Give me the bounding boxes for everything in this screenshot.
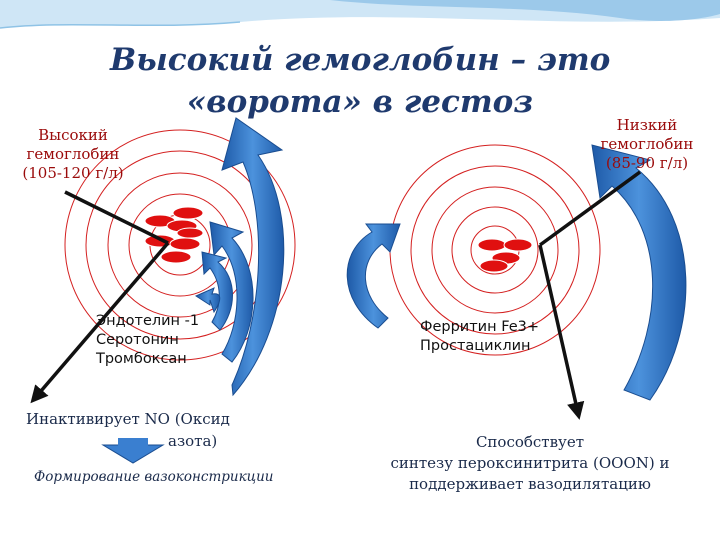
title-line-1: Высокий гемоглобин – это — [110, 42, 610, 78]
left-result: Формирование вазоконстрикции — [34, 469, 273, 485]
right-factor-item: Ферритин Fe3+ — [420, 318, 539, 337]
left-small-curved-arrows — [196, 222, 253, 362]
right-effect: Способствует синтезу пероксинитрита (OOO… — [360, 432, 700, 495]
left-effect-line-1: Инактивирует NO (Оксид — [26, 410, 230, 428]
red-cell — [478, 239, 506, 251]
down-arrow — [103, 438, 163, 463]
left-factor-item: Серотонин — [96, 331, 199, 350]
right-label-line-1: Низкий — [582, 116, 712, 135]
right-factors-list: Ферритин Fe3+ Простациклин — [420, 318, 539, 356]
red-cell — [161, 251, 191, 263]
left-label-line-2: гемоглобин — [8, 145, 138, 164]
red-cell — [170, 238, 200, 250]
right-small-curved-arrow — [347, 224, 400, 328]
pointer-lines — [35, 172, 640, 413]
right-label: Низкий гемоглобин (85-90 г/л) — [582, 116, 712, 173]
right-label-line-3: (85-90 г/л) — [582, 154, 712, 173]
left-label-line-3: (105-120 г/л) — [8, 164, 138, 183]
red-cell — [177, 228, 203, 238]
left-label: Высокий гемоглобин (105-120 г/л) — [8, 126, 138, 183]
right-red-cells — [478, 239, 532, 272]
right-effect-line-3: поддерживает вазодилятацию — [360, 474, 700, 495]
left-factor-item: Тромбоксан — [96, 350, 199, 369]
red-cell — [480, 260, 508, 272]
left-factor-item: Эндотелин -1 — [96, 312, 199, 331]
title-line-2: «ворота» в гестоз — [110, 84, 610, 120]
right-label-line-2: гемоглобин — [582, 135, 712, 154]
left-label-line-1: Высокий — [8, 126, 138, 145]
red-cell — [504, 239, 532, 251]
red-cell — [173, 207, 203, 219]
right-factor-item: Простациклин — [420, 337, 539, 356]
right-large-curved-arrow — [592, 145, 686, 400]
right-effect-line-2: синтезу пероксинитрита (OOON) и — [360, 453, 700, 474]
left-factors-list: Эндотелин -1 Серотонин Тромбоксан — [96, 312, 199, 369]
right-effect-line-1: Способствует — [360, 432, 700, 453]
top-wave-decoration — [0, 0, 720, 28]
left-effect-line-2: азота) — [168, 432, 217, 450]
